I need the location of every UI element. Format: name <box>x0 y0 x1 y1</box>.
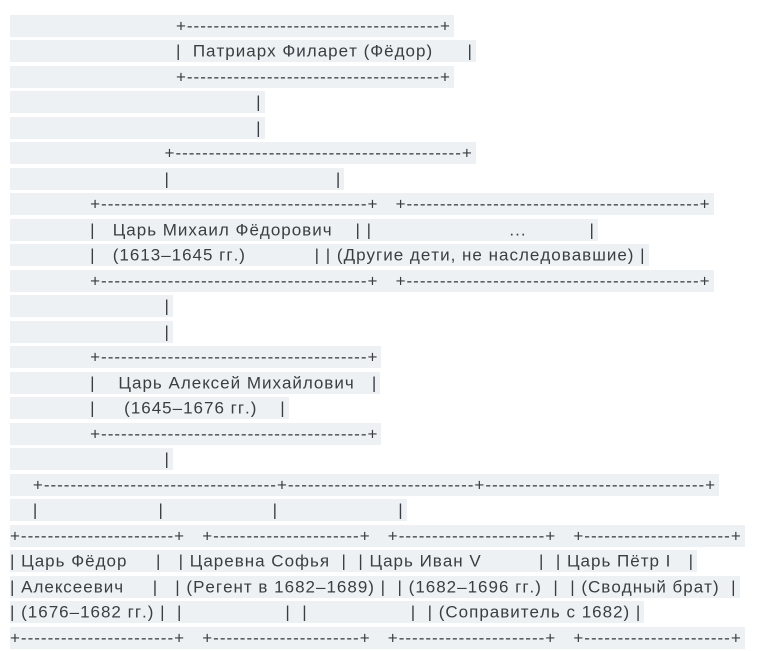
diagram-line-row: | Царь Фёдор | | Царевна Софья | | Царь … <box>10 549 775 575</box>
diagram-line: | Алексеевич | | (Регент в 1682–1689) | … <box>10 575 740 598</box>
diagram-line: +---------------------------------------… <box>10 193 714 215</box>
diagram-line-row: | Патриарх Филарет (Фёдор) | <box>10 39 775 65</box>
diagram-line: | Патриарх Филарет (Фёдор) | <box>10 40 476 62</box>
diagram-line: +---------------------------------------… <box>10 269 714 292</box>
diagram-line-row: | | | | <box>10 498 775 524</box>
diagram-line: | Царь Фёдор | | Царевна Софья | | Царь … <box>10 550 697 572</box>
diagram-line: | <box>10 91 265 113</box>
diagram-line-row: | | <box>10 166 775 192</box>
diagram-line: +-----------------------+ +-------------… <box>10 626 745 649</box>
diagram-line: | <box>10 320 173 343</box>
diagram-line-row: +-----------------------+ +-------------… <box>10 625 775 651</box>
diagram-line: | <box>10 295 173 317</box>
diagram-line: | <box>10 116 265 139</box>
diagram-line-row: +-----------------------------------+---… <box>10 472 775 498</box>
diagram-line-row: | <box>10 294 775 320</box>
diagram-line-row: +--------------------------------------+ <box>10 64 775 90</box>
diagram-line-row: | <box>10 319 775 345</box>
diagram-line: | Царь Алексей Михайлович | <box>10 371 381 394</box>
diagram-line-row: | Царь Михаил Фёдорович | | ... | <box>10 217 775 243</box>
diagram-line-row: | Алексеевич | | (Регент в 1682–1689) | … <box>10 574 775 600</box>
diagram-line-row: +---------------------------------------… <box>10 141 775 167</box>
diagram-line: +--------------------------------------+ <box>10 65 454 88</box>
diagram-line-row: +---------------------------------------… <box>10 421 775 447</box>
diagram-line: | <box>10 448 173 470</box>
diagram-line-row: +---------------------------------------… <box>10 345 775 371</box>
diagram-line-row: | (1676–1682 гг.) | | | | | | (Соправите… <box>10 600 775 626</box>
diagram-line: +--------------------------------------+ <box>10 14 454 37</box>
diagram-line: | (1645–1676 гг.) | <box>10 397 289 419</box>
diagram-line-row: +--------------------------------------+ <box>10 13 775 39</box>
diagram-line-row: +-----------------------+ +-------------… <box>10 523 775 549</box>
diagram-line: | (1676–1682 гг.) | | | | | | (Соправите… <box>10 601 645 623</box>
diagram-line-row: +---------------------------------------… <box>10 192 775 218</box>
diagram-line: +-----------------------+ +-------------… <box>10 524 745 547</box>
diagram-line: +-----------------------------------+---… <box>10 473 720 496</box>
diagram-line: +---------------------------------------… <box>10 422 382 445</box>
diagram-line: +---------------------------------------… <box>10 346 382 368</box>
diagram-line: | Царь Михаил Фёдорович | | ... | <box>10 218 598 241</box>
diagram-line: +---------------------------------------… <box>10 142 476 164</box>
diagram-line: | (1613–1645 гг.) | | (Другие дети, не н… <box>10 244 649 266</box>
diagram-line-row: | <box>10 447 775 473</box>
diagram-line-row: | <box>10 90 775 116</box>
diagram-line-row: | <box>10 115 775 141</box>
diagram-line-row: +---------------------------------------… <box>10 268 775 294</box>
diagram-line-row: | Царь Алексей Михайлович | <box>10 370 775 396</box>
diagram-line-row: | (1613–1645 гг.) | | (Другие дети, не н… <box>10 243 775 269</box>
diagram-line: | | | | <box>10 499 407 521</box>
diagram-line: | | <box>10 167 345 190</box>
diagram-line-row: | (1645–1676 гг.) | <box>10 396 775 422</box>
